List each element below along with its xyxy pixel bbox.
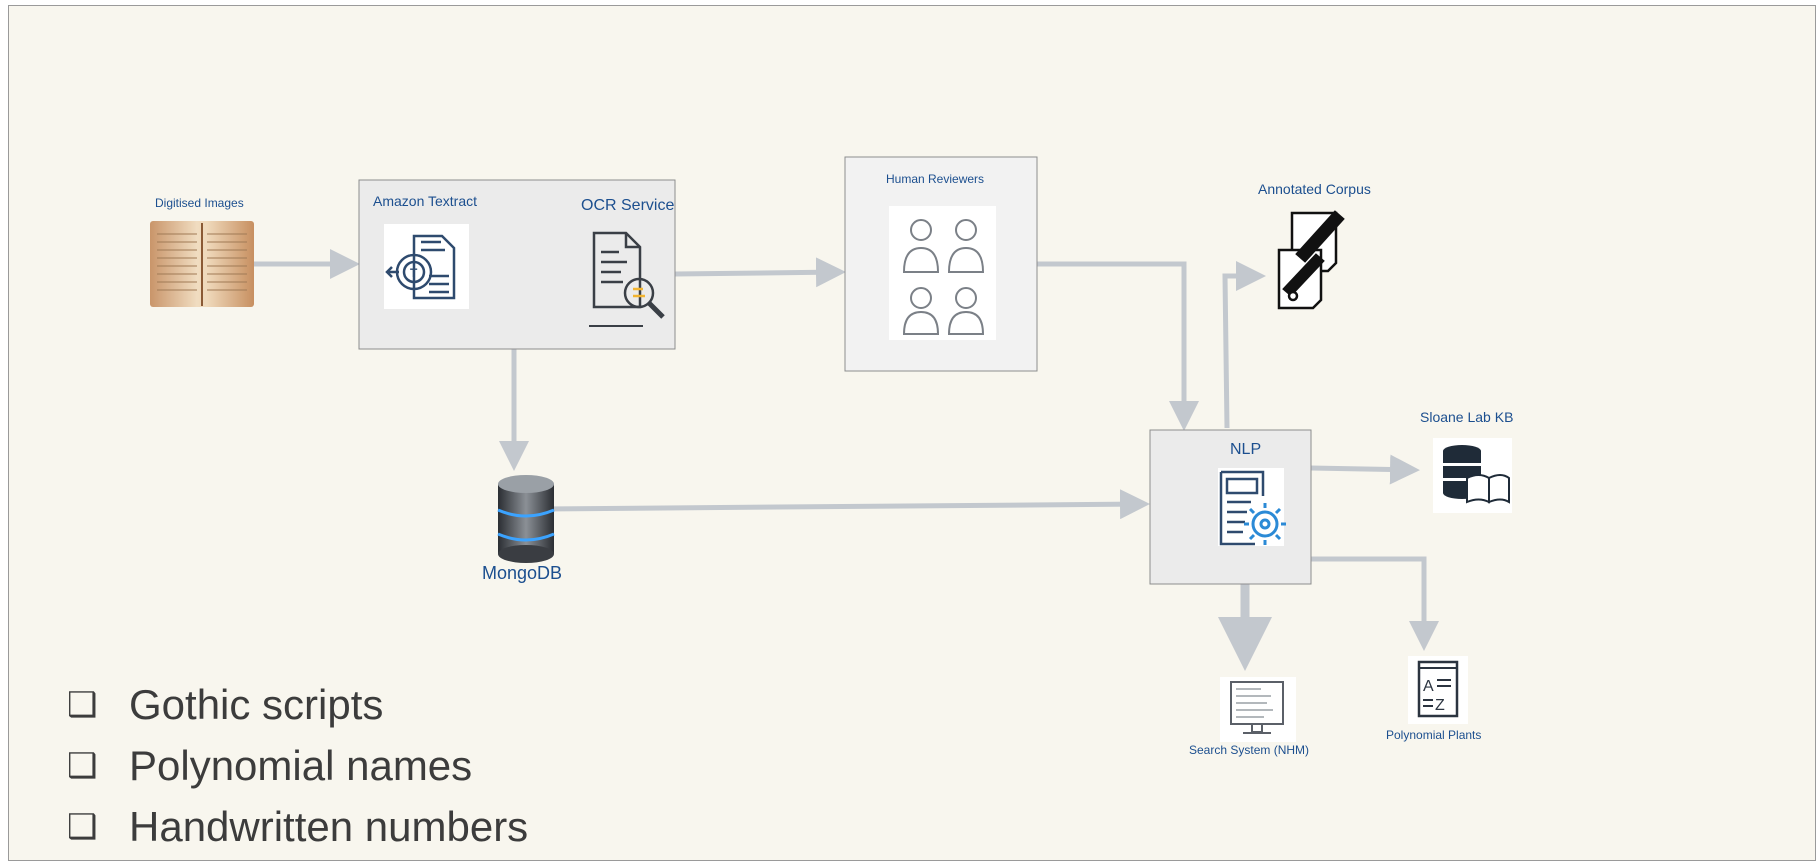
textract-icon: T xyxy=(384,224,469,309)
annotated-corpus-label: Annotated Corpus xyxy=(1258,181,1371,197)
checkbox-bullet-icon: ❑ xyxy=(67,807,98,846)
slide-canvas: T xyxy=(8,5,1816,861)
arrow-ocr-to-reviewers xyxy=(674,257,846,288)
list-item: ❑ Gothic scripts xyxy=(67,674,528,735)
nlp-document-gear-icon xyxy=(1218,468,1286,546)
list-item-text: Handwritten numbers xyxy=(129,802,529,850)
mongodb-label: MongoDB xyxy=(482,563,563,583)
mongodb-database-icon xyxy=(497,475,555,563)
amazon-textract-label: Amazon Textract xyxy=(373,193,478,209)
search-system-monitor-icon xyxy=(1220,677,1296,742)
connector-arrows xyxy=(249,249,1439,671)
ocr-service-label: OCR Service xyxy=(581,197,675,214)
arrow-reviewers-to-nlp xyxy=(1035,261,1199,431)
checkbox-bullet-icon: ❑ xyxy=(67,746,98,785)
dictionary-book-icon: A Z xyxy=(1408,656,1468,724)
nlp-label: NLP xyxy=(1230,441,1262,458)
svg-text:Z: Z xyxy=(1435,697,1445,714)
arrow-nlp-to-kb xyxy=(1310,454,1420,485)
arrow-nlp-to-corpus xyxy=(1222,261,1266,429)
list-item-text: Polynomial names xyxy=(129,741,473,789)
list-item: ❑ Handwritten numbers xyxy=(67,796,528,857)
reviewers-icon xyxy=(889,206,996,340)
polynomial-plants-label: Polynomial Plants xyxy=(1386,728,1482,742)
knowledge-base-icon xyxy=(1433,438,1512,513)
svg-text:T: T xyxy=(410,266,418,280)
list-item: ❑ Polynomial names xyxy=(67,735,528,796)
challenges-list: ❑ Gothic scripts ❑ Polynomial names ❑ Ha… xyxy=(67,674,528,857)
sloane-lab-kb-label: Sloane Lab KB xyxy=(1420,409,1514,425)
arrow-nlp-to-plants xyxy=(1311,556,1439,651)
search-system-label: Search System (NHM) xyxy=(1189,743,1310,757)
ocr-document-icon xyxy=(589,231,665,327)
checkbox-bullet-icon: ❑ xyxy=(67,685,98,724)
arrow-mongodb-to-nlp xyxy=(543,489,1150,520)
svg-text:A: A xyxy=(1423,678,1434,695)
book-icon xyxy=(150,221,254,307)
human-reviewers-label: Human Reviewers xyxy=(886,172,985,186)
pipeline-diagram: T xyxy=(150,156,1512,742)
ocr-stage-box xyxy=(358,179,676,350)
annotated-corpus-icon xyxy=(1277,210,1345,310)
digitised-images-label: Digitised Images xyxy=(155,196,244,210)
list-item-text: Gothic scripts xyxy=(129,680,384,728)
